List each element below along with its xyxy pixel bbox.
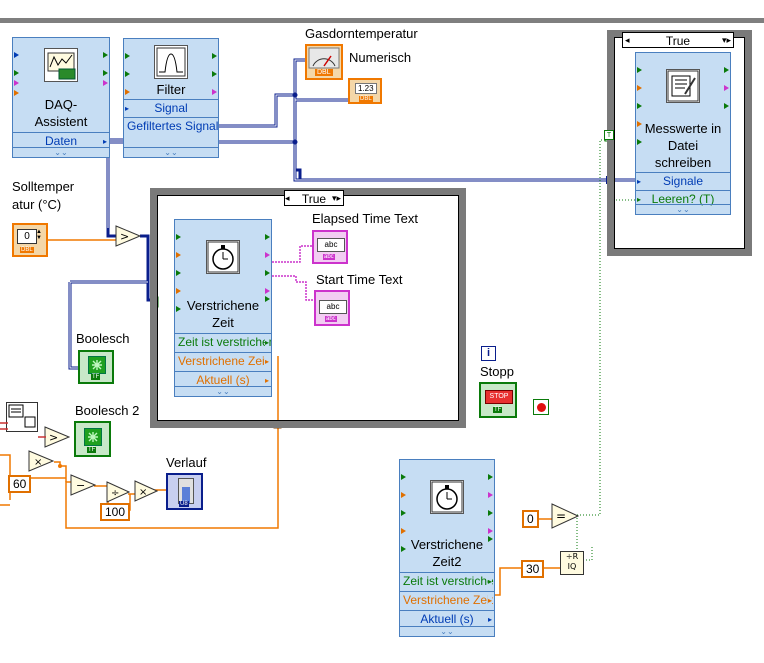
label-boolesch-2: Boolesch 2 [75,403,140,418]
elapsed-out-zeit-verstrichen[interactable]: Zeit ist verstrichen▸ [175,333,271,350]
elapsed-2-out-verstrichene-zeit[interactable]: Verstrichene Zeit▸ [400,591,494,608]
bool-wire-stub [0,422,46,438]
numeric-indicator[interactable]: 1.23 DBL [348,78,382,104]
label-stopp: Stopp [480,364,514,379]
label-start-time-text: Start Time Text [316,272,403,287]
elapsed-2-out-aktuell[interactable]: Aktuell (s)▸ [400,610,494,627]
writer-input-leeren[interactable]: ▸Leeren? (T) [636,190,730,207]
daq-icon [44,48,78,82]
label-numerisch: Numerisch [349,50,412,65]
svg-text:−: − [76,479,85,492]
multiply-node-2[interactable]: × [134,480,158,502]
daq-title: DAQ-Assistent [34,97,88,129]
filter-expand[interactable]: ⌄⌄ [124,147,218,157]
svg-text:÷: ÷ [111,488,119,499]
filter-output[interactable]: Gefiltertes Signal [124,117,218,134]
case-selector-inner[interactable]: ◂True▾▸ [284,190,344,206]
case-selector-right[interactable]: ◂True▾▸ [622,32,734,48]
write-file-icon [666,69,700,103]
filter-icon [154,45,188,79]
equal-node[interactable]: = [551,503,579,529]
svg-text:>: > [120,230,129,243]
wire-left-loop [68,282,78,370]
elapsed-2-expand[interactable]: ⌄⌄ [400,626,494,636]
filter-input-signal[interactable]: ▸Signal [124,99,218,116]
label-gasdorntemperatur: Gasdorntemperatur [305,26,418,41]
greater-than-node-2[interactable]: > [44,426,70,448]
info-icon[interactable]: i [481,346,496,361]
elapsed-out-aktuell[interactable]: Aktuell (s)▸ [175,371,271,388]
label-elapsed-time-text: Elapsed Time Text [312,211,418,226]
greater-than-node[interactable]: > [115,225,141,247]
filter-title: Filter [156,82,186,97]
daq-output-daten[interactable]: Daten▸ [13,132,109,149]
constant-30[interactable]: 30 [521,560,545,578]
svg-text:×: × [139,487,147,498]
boolesch-indicator[interactable]: TF [78,350,114,384]
bool-constant-true[interactable]: T [604,130,614,140]
wire-bus-right [293,142,636,182]
daq-expand[interactable]: ⌄⌄ [13,147,109,157]
filter-vi[interactable]: Filter ▸Signal Gefiltertes Signal ⌄⌄ [123,38,219,158]
elapsed-2-out-zeit-verstrichen[interactable]: Zeit ist verstrichen▸ [400,572,494,589]
stopwatch-2-icon [430,480,464,514]
svg-text:>: > [49,431,58,444]
constant-0[interactable]: 0 [522,510,539,528]
gauge-indicator[interactable]: DBL [305,44,343,80]
multiply-node[interactable]: × [28,450,54,472]
writer-input-signale[interactable]: ▸Signale [636,172,730,189]
toolbar-separator [0,18,764,23]
start-time-text-indicator[interactable]: abc abc [314,290,350,326]
elapsed-expand[interactable]: ⌄⌄ [175,386,271,396]
verlauf-indicator[interactable]: U8 [166,473,203,510]
constant-60[interactable]: 60 [8,475,32,493]
stopwatch-icon [206,240,240,274]
stopp-button-terminal[interactable]: STOP TF [479,382,517,418]
wire-filter-out [218,58,305,128]
elapsed-time-text-indicator[interactable]: abc abc [312,230,348,264]
divide-node[interactable]: ÷ [106,481,130,503]
label-verlauf: Verlauf [166,455,207,470]
boolesch-2-indicator[interactable]: TF [74,421,111,457]
label-boolesch: Boolesch [76,331,130,346]
elapsed-out-verstrichene-zeit[interactable]: Verstrichene Zeit▸ [175,352,271,369]
offscreen-subvi[interactable] [6,402,38,432]
wire-to-compare [106,228,116,238]
solltemperatur-control[interactable]: 0 ▲▼ DBL [12,223,48,257]
svg-text:×: × [34,457,42,468]
svg-text:=: = [556,509,566,523]
constant-100[interactable]: 100 [100,503,131,521]
stop-loop-condition[interactable] [533,399,549,415]
daq-assistant-vi[interactable]: DAQ-Assistent Daten▸ ⌄⌄ [12,37,110,158]
writer-expand[interactable]: ⌄⌄ [636,204,730,214]
subtract-node[interactable]: − [70,474,96,496]
